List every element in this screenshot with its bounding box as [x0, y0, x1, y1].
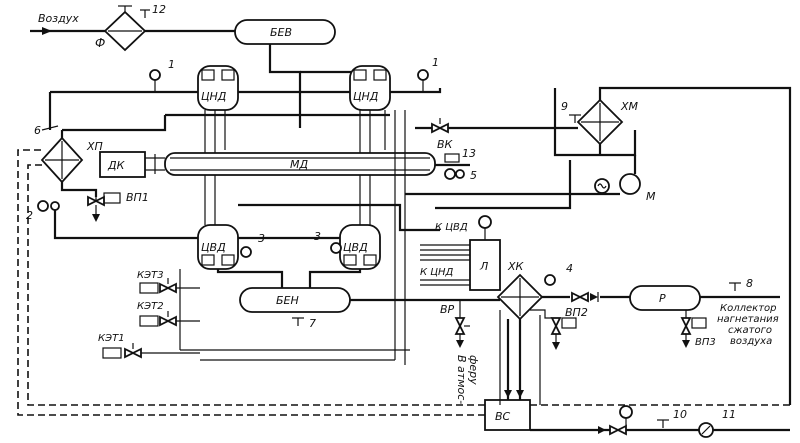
- label-3b: 3: [314, 230, 321, 243]
- cnd-left-label: ЦНД: [201, 90, 227, 103]
- buffer-tank-ben: БЕН: [239, 287, 351, 313]
- atm-line2: феру: [467, 355, 480, 385]
- collector-label: Коллектор нагнетания сжатого воздуха: [717, 303, 779, 347]
- valve-ket3: КЭТ3: [137, 270, 177, 294]
- intercooler-xp: ХП: [40, 136, 103, 184]
- gauge-10: 10: [657, 408, 687, 428]
- label-1b: 1: [432, 56, 439, 69]
- gauge-2: 2: [26, 200, 60, 222]
- label-2: 2: [26, 209, 33, 222]
- vp1-label: ВП1: [126, 191, 149, 204]
- dk-label: ДК: [107, 159, 126, 172]
- cylinder-cnd-left: ЦНД: [197, 65, 239, 111]
- receiver-p: Р: [629, 285, 701, 311]
- valve-vr: ВР: [440, 300, 470, 348]
- cnd-right-label: ЦНД: [353, 90, 379, 103]
- motor-shaft-md: МД: [164, 152, 436, 176]
- valve-ket1: КЭТ1: [98, 333, 142, 359]
- lubricator-l: Л: [469, 239, 501, 291]
- valve-vk: ВК: [431, 118, 454, 151]
- ket1-label: КЭТ1: [98, 333, 125, 344]
- xm-label: ХМ: [620, 100, 639, 113]
- gauge-1-left: 1: [149, 58, 175, 92]
- check-valve: [590, 292, 599, 302]
- vk-label: ВК: [437, 138, 454, 151]
- gauge-5: 5: [444, 168, 477, 182]
- gauge-13: 13: [444, 147, 476, 163]
- air-inlet: Воздух: [30, 12, 105, 35]
- md-label: МД: [290, 158, 308, 171]
- gauge-8: 8: [729, 277, 753, 291]
- ket2-label: КЭТ2: [137, 301, 164, 312]
- label-12: 12: [152, 3, 166, 16]
- l-label: Л: [479, 260, 488, 273]
- damper-dk: ДК: [99, 151, 146, 178]
- xk-label: ХК: [507, 260, 525, 273]
- cylinder-cnd-right: ЦНД: [349, 65, 391, 111]
- gauge-7: 7: [292, 317, 316, 330]
- gauge-4: 4: [544, 262, 573, 286]
- label-8: 8: [746, 277, 753, 290]
- gauge-9: 9: [561, 100, 581, 123]
- oil-pump-m: М: [619, 173, 656, 203]
- vp2-label: ВП2: [565, 306, 588, 319]
- atm-line1: В атмос-: [455, 355, 468, 404]
- cylinder-cvd-left: ЦВД: [197, 224, 239, 270]
- receiver-label: Р: [659, 292, 666, 305]
- label-1a: 1: [168, 58, 175, 71]
- shutoff-valve: [571, 291, 589, 303]
- kcvd-label: К ЦВД: [435, 222, 468, 233]
- gauge-3-right: 3: [314, 230, 342, 254]
- kcnd-label: К ЦНД: [420, 267, 454, 278]
- gauge-6: 6: [34, 124, 59, 137]
- flow-meter-11: 11: [698, 408, 736, 438]
- cvd-right-label: ЦВД: [343, 241, 368, 254]
- oil-cooler-xm: ХМ: [576, 98, 639, 146]
- lubricator-motor: [478, 215, 492, 240]
- collector-line1: Коллектор: [720, 303, 776, 314]
- ben-label: БЕН: [276, 294, 299, 307]
- water-separator-vs: ВС: [484, 399, 531, 431]
- gauge-3-left: 3: [240, 232, 265, 258]
- atmosphere-outlet-label: В атмос- феру: [455, 355, 480, 404]
- cooling-water-return: [17, 149, 790, 416]
- label-4: 4: [566, 262, 573, 275]
- collector-line4: воздуха: [730, 336, 772, 347]
- cylinder-cvd-right: ЦВД: [339, 224, 381, 270]
- valve-vp3: ВП3: [680, 310, 716, 348]
- collector-line3: сжатого: [728, 325, 772, 336]
- valve-ket2: КЭТ2: [137, 301, 177, 327]
- filter-f: Ф: [95, 5, 147, 52]
- label-3a: 3: [258, 232, 265, 245]
- vp3-label: ВП3: [695, 337, 716, 348]
- label-10: 10: [673, 408, 687, 421]
- label-9: 9: [561, 100, 568, 113]
- valve-vp2: ВП2: [550, 306, 588, 350]
- collector-line2: нагнетания: [717, 314, 779, 325]
- buffer-tank-bev: БЕВ: [234, 19, 336, 45]
- aftercooler-xk: ХК: [496, 260, 544, 321]
- motor-label: М: [646, 190, 656, 203]
- vr-label: ВР: [440, 303, 455, 316]
- ket3-label: КЭТ3: [137, 270, 164, 281]
- label-5: 5: [470, 169, 477, 182]
- xp-label: ХП: [86, 140, 103, 153]
- valve-vp1: ВП1: [87, 191, 149, 222]
- gauge-12: 12: [140, 3, 166, 18]
- label-13: 13: [462, 147, 476, 160]
- label-6: 6: [34, 124, 41, 137]
- cvd-left-label: ЦВД: [201, 241, 226, 254]
- motor-m-symbol: [594, 178, 610, 194]
- gauge-1-right: 1: [417, 56, 439, 92]
- filter-label: Ф: [95, 36, 105, 50]
- air-label: Воздух: [38, 12, 79, 25]
- label-7: 7: [309, 317, 316, 330]
- vs-label: ВС: [495, 410, 511, 423]
- label-11: 11: [722, 408, 736, 421]
- bev-label: БЕВ: [270, 26, 292, 39]
- valve-10: [609, 405, 633, 436]
